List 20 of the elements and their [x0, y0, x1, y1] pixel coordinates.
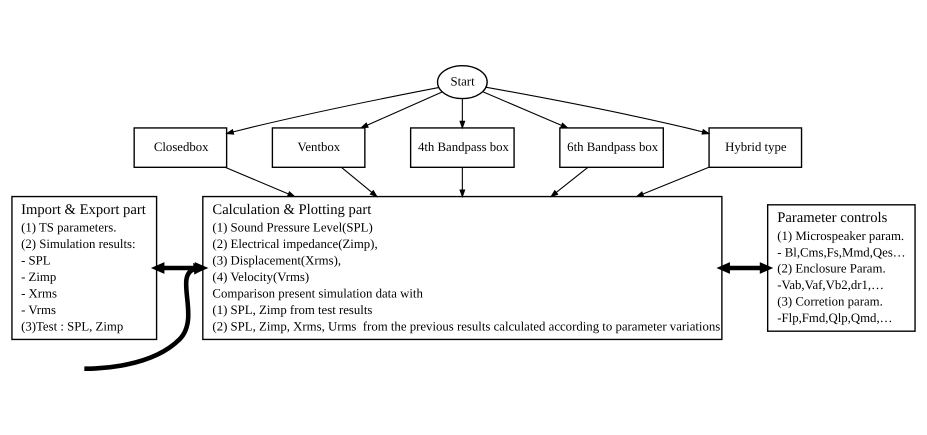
node-box: Parameter controls (1) Microspeaker param. - Bl,Cms,Fs,Mmd,Qes… (2) Enclosure Param. -Vab,Vaf,Vb2,dr1,… (3) Corretion param. -Flp,Fmd,Qlp,Qmd,… [766, 204, 916, 332]
node-box: Calculation & Plotting part (1) Sound Pressure Level(SPL) (2) Electrical impedance(Zimp), (3) Displacement(Xrms), (4) Velocity(Vrms) Comparison present simulation data with (1) SPL, Zimp from test results (2) SPL, Zimp, Xrms, Urms from the previous results calculated according to parameter variations [202, 196, 723, 340]
node-box: 6th Bandpass box [559, 127, 664, 168]
arrow [716, 262, 774, 274]
node-box: 4th Bandpass box [410, 127, 515, 168]
node-box: Import & Export part (1) TS parameters. (2) Simulation results: - SPL - Zimp - Xrms - Vrms (3)Test : SPL, Zimp [11, 196, 158, 340]
arrow [635, 166, 710, 198]
arrow [224, 166, 296, 198]
node-box: Hybrid type [708, 127, 802, 168]
arrow [360, 92, 442, 128]
arrow [486, 86, 710, 135]
node-ellipse: Start [436, 64, 488, 100]
arrow [550, 166, 588, 198]
arrow [225, 87, 439, 135]
arrow [482, 91, 570, 129]
arrow [459, 167, 466, 198]
node-box: Closedbox [133, 127, 228, 168]
arrow [341, 166, 378, 198]
arrow [459, 98, 466, 130]
node-box: Ventbox [272, 127, 366, 168]
